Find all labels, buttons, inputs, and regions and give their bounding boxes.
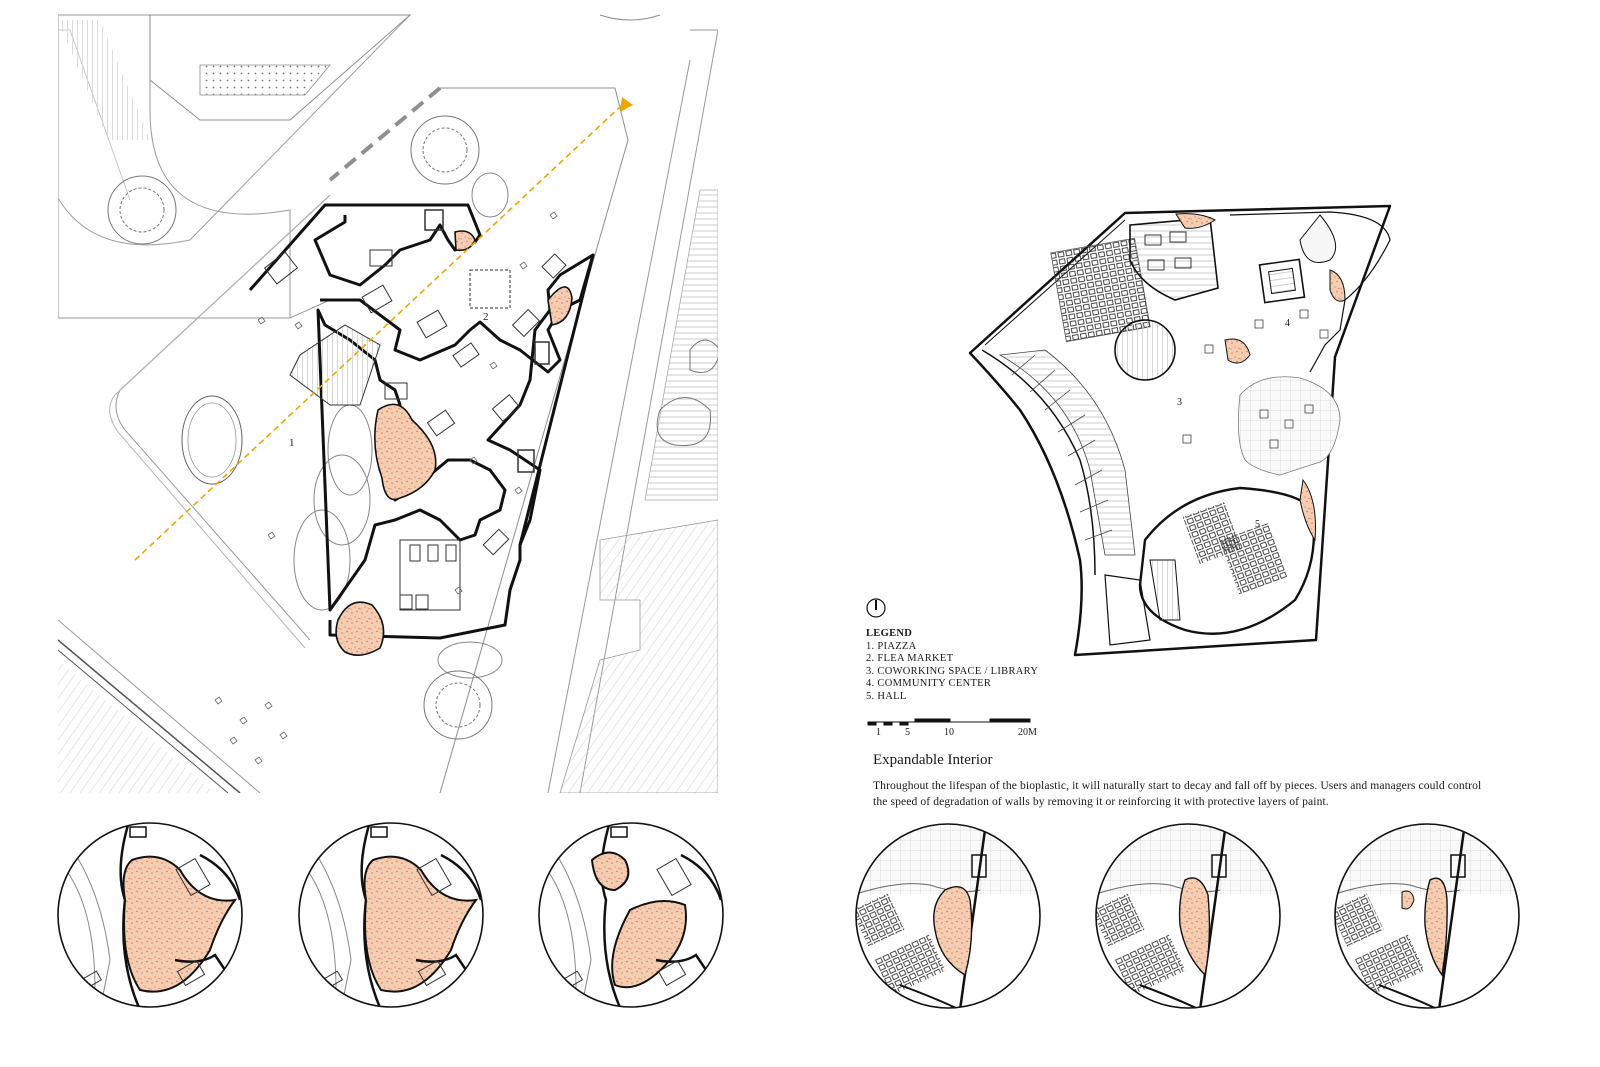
site-edge-upper bbox=[58, 299, 331, 319]
scale-labels: 1 5 10 20M bbox=[868, 727, 1048, 741]
legend-heading: LEGEND bbox=[866, 628, 913, 639]
legend-item: 1. PIAZZA bbox=[866, 640, 917, 652]
ground-hatch-bottom bbox=[58, 660, 215, 793]
stairs bbox=[289, 324, 381, 406]
degradation-circles-left bbox=[57, 822, 724, 1008]
north-arrow-icon bbox=[866, 598, 886, 618]
legend-item: 4. COMMUNITY CENTER bbox=[866, 678, 992, 690]
reading-circle bbox=[1114, 319, 1176, 381]
plan-outline bbox=[968, 204, 1392, 657]
crosswalk bbox=[58, 20, 150, 140]
description-text: Throughout the lifespan of the bioplasti… bbox=[873, 779, 1482, 808]
room-label-2: 2 bbox=[483, 311, 489, 323]
parking-strip bbox=[644, 189, 718, 501]
scale-bar bbox=[867, 718, 1031, 726]
building-wall-outline bbox=[248, 203, 595, 640]
left-site-plan: 1 2 bbox=[58, 14, 718, 793]
road-right bbox=[547, 59, 691, 793]
room-label-4: 4 bbox=[1285, 318, 1290, 329]
piazza-edge bbox=[115, 194, 331, 641]
library-desks bbox=[1050, 237, 1151, 343]
legend: LEGEND 1. PIAZZA 2. FLEA MARKET 3. COWOR… bbox=[866, 628, 1166, 704]
scale-label: 5 bbox=[905, 727, 910, 738]
section-title: Expandable Interior bbox=[873, 752, 993, 768]
room-label-5: 5 bbox=[1255, 519, 1260, 530]
block-top-left bbox=[58, 14, 291, 319]
hall-shape bbox=[1138, 486, 1316, 635]
scale-label: 1 bbox=[876, 727, 881, 738]
bioplastic-walls bbox=[335, 230, 573, 656]
block-top bbox=[149, 14, 412, 121]
tree-icon bbox=[107, 115, 718, 740]
right-floor-plan: 3 4 5 bbox=[968, 204, 1392, 657]
grid-plaza bbox=[1237, 376, 1341, 476]
buildings-right bbox=[559, 519, 718, 793]
section-line bbox=[134, 104, 623, 561]
scale-label: 20M bbox=[1018, 727, 1037, 738]
room-label-3: 3 bbox=[1177, 397, 1182, 408]
degradation-circles-right bbox=[855, 823, 1520, 1009]
road-curve bbox=[58, 14, 411, 246]
legend-item: 5. HALL bbox=[866, 690, 907, 702]
legend-item: 2. FLEA MARKET bbox=[866, 653, 954, 665]
room-label-1: 1 bbox=[289, 437, 295, 449]
scale-label: 10 bbox=[944, 727, 954, 738]
legend-item: 3. COWORKING SPACE / LIBRARY bbox=[866, 665, 1039, 677]
section-arrow-icon bbox=[620, 97, 633, 112]
